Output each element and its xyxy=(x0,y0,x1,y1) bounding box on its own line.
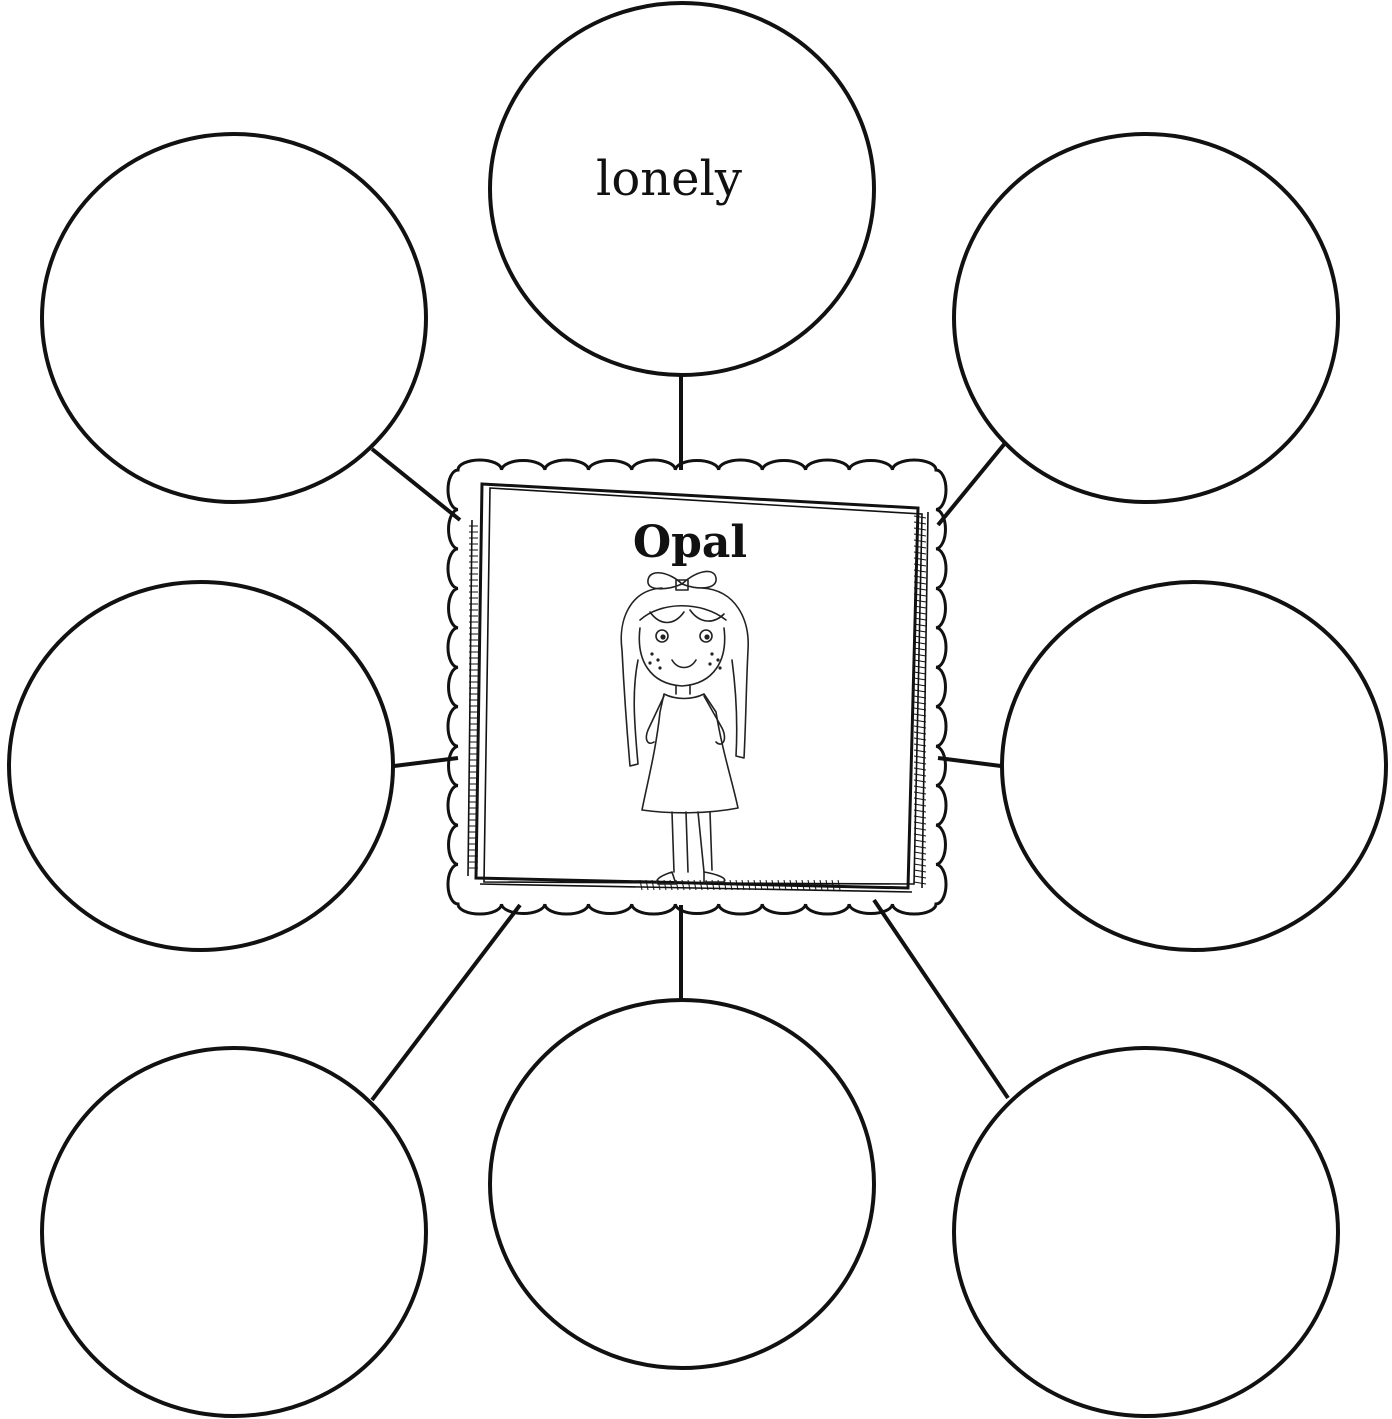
arms xyxy=(646,696,724,744)
hatch-mark xyxy=(914,528,926,530)
hatch-mark xyxy=(914,840,926,842)
center-title: Opal xyxy=(633,517,747,568)
hatch-mark xyxy=(914,870,926,872)
hatch-mark xyxy=(914,522,926,524)
girl-drawing-icon xyxy=(621,571,748,884)
neck xyxy=(676,686,690,694)
hatch-mark xyxy=(914,516,926,518)
hatch-mark xyxy=(914,678,926,680)
hatch-mark xyxy=(914,858,926,860)
connector-upper-right xyxy=(938,442,1006,525)
hatch-mark xyxy=(914,690,926,692)
hatch-mark xyxy=(914,672,926,674)
bubble-middle-left[interactable] xyxy=(9,582,393,950)
bubble-top-label: lonely xyxy=(596,151,742,207)
hatch-mark xyxy=(914,684,926,686)
connector-lower-right xyxy=(874,900,1008,1098)
hatch-marks xyxy=(469,516,926,890)
left-pupil xyxy=(660,634,665,639)
hatch-mark xyxy=(914,666,926,668)
connector-upper-left xyxy=(372,449,460,520)
bubble-lower-right[interactable] xyxy=(954,1048,1338,1416)
bubble-upper-left[interactable] xyxy=(42,134,426,502)
bubble-bottom[interactable] xyxy=(490,1000,874,1368)
hatch-mark xyxy=(914,660,926,662)
right-pupil xyxy=(704,634,709,639)
bubble-lower-left[interactable] xyxy=(42,1048,426,1416)
hatch-mark xyxy=(914,864,926,866)
hatch-mark xyxy=(914,696,926,698)
hair-bow xyxy=(648,571,716,590)
bubble-bottom-circle xyxy=(490,1000,874,1368)
bubble-lower-right-circle xyxy=(954,1048,1338,1416)
connector-lower-left xyxy=(372,905,520,1100)
left-hatch-edge xyxy=(468,520,472,876)
bubble-lower-left-circle xyxy=(42,1048,426,1416)
legs xyxy=(672,812,712,872)
connector-middle-right xyxy=(938,758,1001,766)
bubble-upper-right[interactable] xyxy=(954,134,1338,502)
hatch-mark xyxy=(914,852,926,854)
bubble-middle-right[interactable] xyxy=(1002,582,1386,950)
bubble-middle-left-circle xyxy=(9,582,393,950)
hatch-mark xyxy=(914,846,926,848)
bubble-upper-right-circle xyxy=(954,134,1338,502)
bubble-upper-left-circle xyxy=(42,134,426,502)
hatch-mark xyxy=(914,876,926,878)
hatch-mark xyxy=(914,648,926,650)
hatch-mark xyxy=(914,654,926,656)
bubble-top[interactable]: lonely xyxy=(490,3,874,375)
right-hatch-edge xyxy=(922,512,928,888)
hair xyxy=(621,588,748,766)
bangs xyxy=(640,606,726,623)
bubble-middle-right-circle xyxy=(1002,582,1386,950)
smile xyxy=(672,660,696,668)
hatch-mark xyxy=(914,882,926,884)
center-frame: Opal xyxy=(448,460,946,914)
